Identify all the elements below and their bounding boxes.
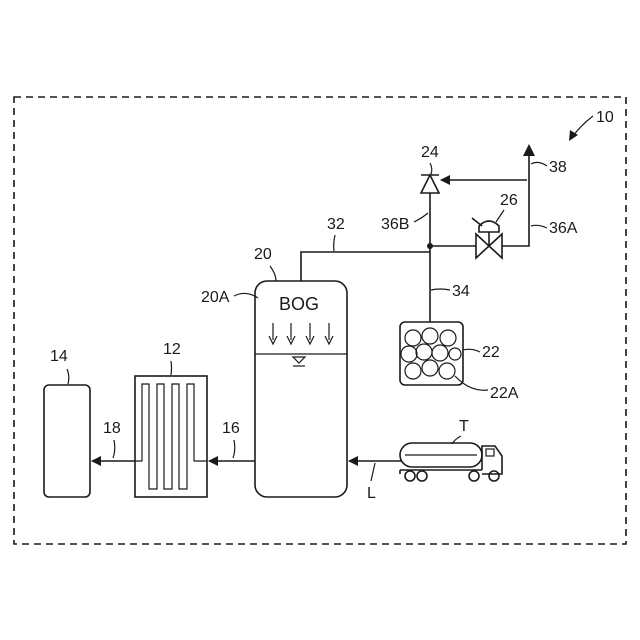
fill-line-leader [371,463,375,481]
label-relief-valve: 24 [421,144,439,161]
vent-leader [531,162,547,166]
label-control-valve: 26 [500,192,518,209]
relief-valve-leader [430,163,432,174]
line-36a-leader [531,225,547,228]
label-vent: 38 [549,159,567,176]
label-system: 10 [596,109,614,126]
line-16-leader [233,440,235,458]
label-line-32: 32 [327,216,345,233]
label-line-16: 16 [222,420,240,437]
vent-arrow [523,144,535,156]
line-34-leader [431,289,450,290]
label-line-36a: 36A [549,220,578,237]
heat-exchanger-coil [135,384,207,489]
tanker-truck [400,443,502,481]
label-truck: T [459,418,469,435]
line-36b-leader [414,213,428,222]
label-line-34: 34 [452,283,470,300]
label-tank-gas-space: 20A [201,289,230,306]
control-valve-leader [496,210,504,222]
liquid-level-symbol [293,357,305,366]
tank-gas-label: BOG [279,294,319,314]
line-32-leader [334,235,335,251]
label-adsorbent: 22A [490,385,519,402]
control-valve [472,218,502,258]
adsorbent-leader [455,376,488,390]
tank-leader [270,266,276,281]
line-18-leader [113,440,115,458]
relief-valve [421,175,439,193]
system-leader-arrow [569,116,593,141]
consumer-leader [67,369,69,384]
label-line-36b: 36B [381,216,409,233]
label-heat-exchanger: 12 [163,341,181,358]
adsorbent-pellets [401,328,461,379]
label-tank: 20 [254,246,272,263]
system-boundary [14,97,626,544]
consumer [44,385,90,497]
boil-off-arrows [269,323,333,344]
label-line-18: 18 [103,420,121,437]
adsorber-leader [463,349,480,352]
line-32 [301,252,430,281]
label-fill-line: L [367,485,376,502]
heat-exchanger-leader [171,361,172,375]
label-consumer: 14 [50,348,68,365]
heat-exchanger [135,376,207,497]
label-adsorber: 22 [482,344,500,361]
